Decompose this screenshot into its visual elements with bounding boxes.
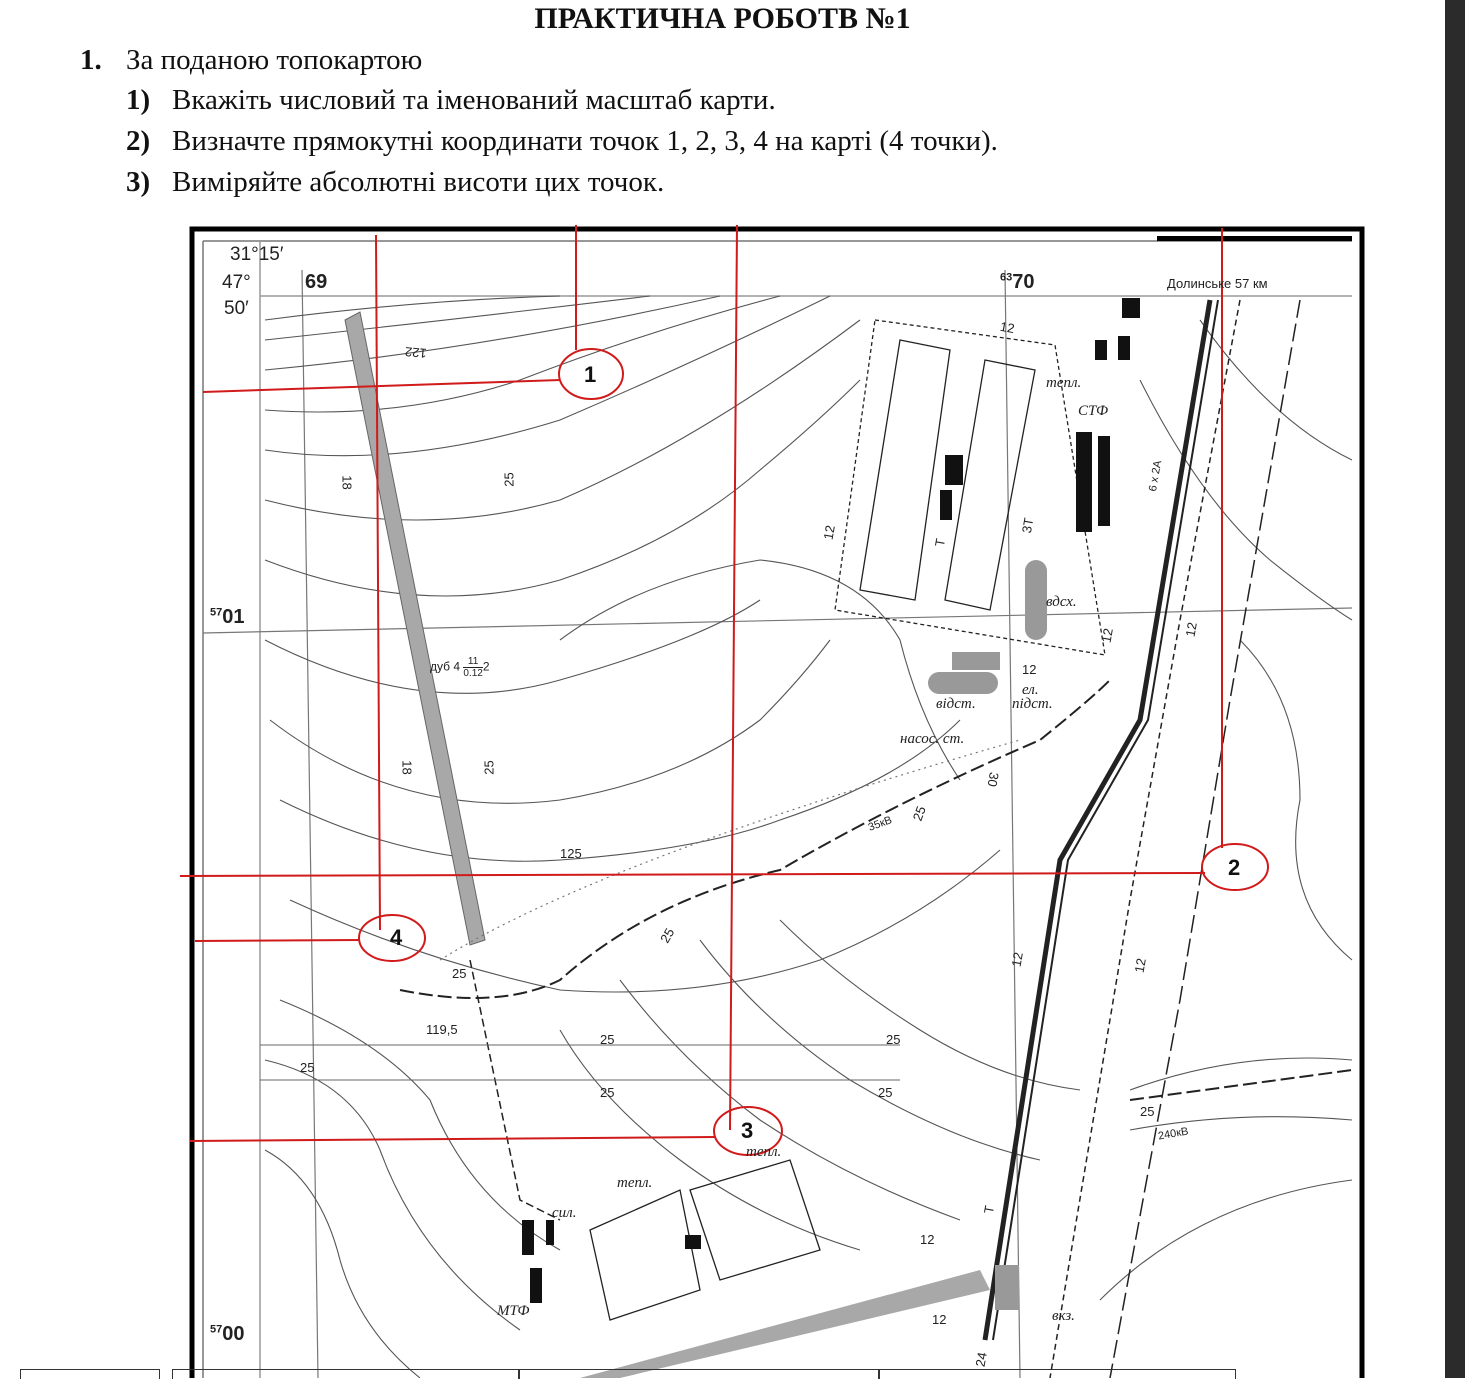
- item-number: 1): [126, 84, 151, 116]
- dairy-farm-label: МТФ: [497, 1303, 530, 1319]
- item-text: Вкажіть числовий та іменований масштаб к…: [172, 84, 776, 116]
- settling-tank-label: відст.: [936, 696, 976, 712]
- station-label: вкз.: [1052, 1308, 1075, 1324]
- buildings: [522, 298, 1140, 1303]
- table-cell: [20, 1369, 160, 1379]
- map-outer-frame: [189, 226, 1365, 1378]
- road-width-label: 12: [998, 318, 1016, 337]
- corner-longitude: 31°15′: [230, 244, 284, 265]
- road-width-label: 12: [820, 524, 838, 541]
- road-width-label: 25: [501, 472, 517, 487]
- point-2-label: 2: [1228, 855, 1241, 880]
- greenhouse-label: тепл.: [617, 1175, 653, 1191]
- reservoir-label: вдсх.: [1046, 594, 1077, 610]
- item-text: Визначте прямокутні координати точок 1, …: [172, 125, 998, 157]
- greenhouse-label: тепл.: [1046, 375, 1082, 391]
- table-cell: [878, 1369, 1236, 1379]
- item-number: 2): [126, 125, 151, 157]
- silo-label: сил.: [552, 1205, 577, 1221]
- point-1-label: 1: [584, 362, 597, 387]
- map-label: 3Т: [1018, 516, 1037, 535]
- road-width-label: 12: [1182, 621, 1200, 638]
- road-width-label: 25: [878, 1085, 893, 1100]
- viewer-scrollbar-edge: [1445, 0, 1465, 1378]
- elevation-label: 119,5: [426, 1022, 458, 1037]
- road-width-label: 25: [452, 966, 467, 981]
- task-heading: 1. За поданою топокартою: [80, 44, 422, 77]
- road-width-label: 25: [600, 1032, 615, 1047]
- road-width-label: 25: [1140, 1104, 1155, 1119]
- road-width-label: 18: [399, 760, 415, 775]
- roads: [260, 299, 1353, 1378]
- table-cell: [518, 1369, 880, 1379]
- forest-strip-bottom: [580, 1270, 990, 1378]
- grid-label-5701: 5701: [210, 606, 245, 628]
- point-annotations: [179, 224, 1269, 1156]
- road-width-label: 12: [932, 1312, 947, 1327]
- grid-label-69: 69: [305, 271, 328, 293]
- road-width-label: 25: [886, 1032, 901, 1047]
- point-4-label: 4: [390, 925, 403, 950]
- road-width-label: 12: [1131, 957, 1149, 974]
- pump-station-label: насос. ст.: [900, 731, 965, 747]
- page-title: ПРАКТИЧНА РОБОТВ №1: [534, 2, 911, 35]
- substation-label: підст.: [1012, 696, 1053, 712]
- task-item: 1) Вкажіть числовий та іменований масштаб…: [126, 84, 776, 117]
- contour-label: 125: [560, 846, 582, 861]
- item-text: Виміряйте абсолютні висоти цих точок.: [172, 166, 665, 198]
- direction-label: Долинське 57 км: [1167, 276, 1268, 291]
- road-width-label: 25: [481, 760, 497, 775]
- task-text: За поданою топокартою: [126, 44, 423, 76]
- forest-strip: [344, 311, 486, 946]
- grid-label-5700: 5700: [210, 1323, 245, 1345]
- task-item: 3) Виміряйте абсолютні висоти цих точок.: [126, 166, 664, 199]
- substation-label: ел.: [1022, 682, 1039, 698]
- road-width-label: 12: [1022, 662, 1037, 677]
- contour-label: 122: [404, 344, 428, 361]
- farm-enclosure: [589, 319, 1106, 1321]
- farm-label: СТФ: [1078, 403, 1109, 419]
- map-label: 24: [972, 1351, 990, 1368]
- corner-latitude-deg: 47°: [222, 272, 251, 293]
- task-item: 2) Визначте прямокутні координати точок 1…: [126, 125, 998, 158]
- road-width-label: 25: [300, 1060, 315, 1075]
- map-label: 30: [984, 771, 1002, 788]
- grid-label-6370: 6370: [1000, 271, 1035, 293]
- greenhouse-label: тепл.: [746, 1144, 782, 1160]
- road-width-label: 12: [1098, 627, 1116, 644]
- point-3-label: 3: [741, 1118, 754, 1143]
- task-number: 1.: [80, 44, 102, 76]
- road-width-label: 18: [339, 475, 355, 490]
- table-cell: [172, 1369, 520, 1379]
- road-width-label: 12: [920, 1232, 935, 1247]
- road-width-label: 25: [600, 1085, 615, 1100]
- corner-latitude-min: 50′: [224, 298, 249, 319]
- road-width-label: 12: [1008, 951, 1026, 968]
- item-number: 3): [126, 166, 151, 198]
